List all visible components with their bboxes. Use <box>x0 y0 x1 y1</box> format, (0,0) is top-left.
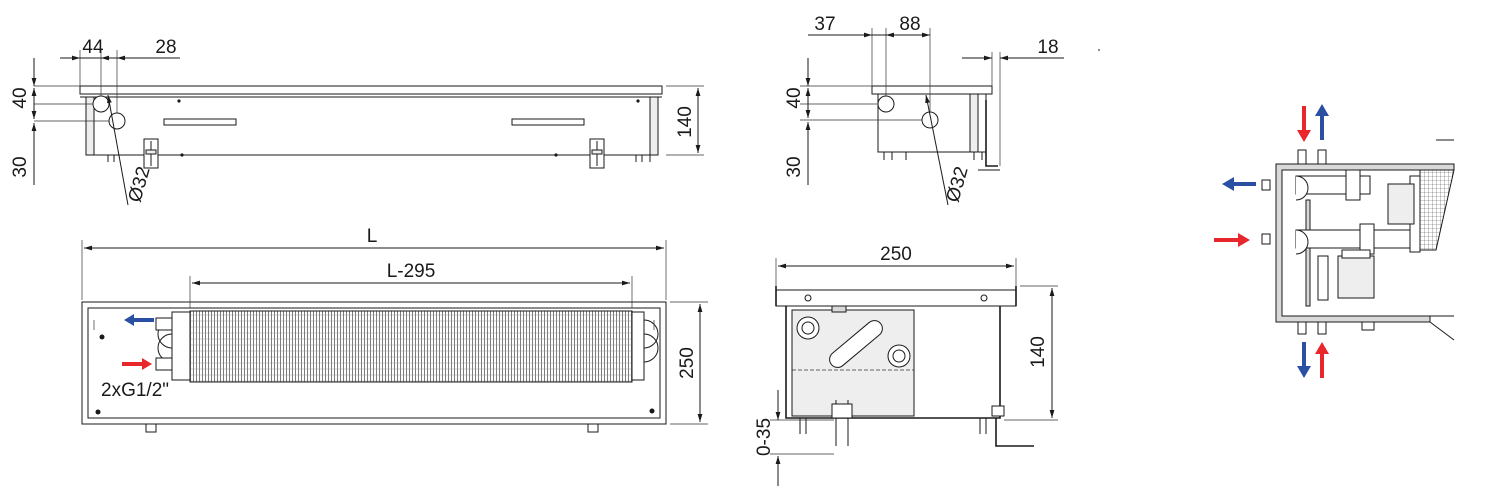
detail-grille <box>1419 169 1455 251</box>
end-dim-18: 18 <box>1037 37 1058 58</box>
end-pipe-upper <box>877 95 895 113</box>
side-body <box>85 96 659 156</box>
top-dim-250: 250 <box>677 347 698 379</box>
side-dim-28: 28 <box>155 37 176 58</box>
cross-section: 250 140 0-35 <box>754 244 1058 486</box>
section-dim-250: 250 <box>880 244 912 265</box>
side-pipe-upper <box>92 95 110 113</box>
side-dim-40: 40 <box>10 87 31 108</box>
detail-trough-wall <box>1275 163 1455 323</box>
section-trough <box>785 306 1001 419</box>
detail-supply-pipe <box>1295 229 1411 249</box>
end-dim-88: 88 <box>899 14 920 35</box>
side-lid <box>79 85 663 95</box>
end-lid <box>871 85 993 95</box>
side-view: 44 28 40 30 140 Ø32 <box>10 37 704 206</box>
top-view: L L-295 250 2xG1/2" <box>81 226 708 433</box>
section-grille <box>775 289 1017 307</box>
heat-exchanger-fins <box>189 310 633 383</box>
side-dim-44: 44 <box>82 37 104 58</box>
section-oval-port <box>829 320 883 368</box>
section-dim-0-35: 0-35 <box>754 418 775 456</box>
side-slot-right <box>511 118 585 126</box>
end-dim-30: 30 <box>784 156 805 177</box>
detail-valve-actuator <box>1337 255 1375 299</box>
return-connection <box>155 317 173 331</box>
side-dim-diameter: Ø32 <box>125 164 155 204</box>
side-dim-140: 140 <box>675 106 696 138</box>
side-dim-30: 30 <box>10 156 31 177</box>
supply-connection <box>155 357 173 371</box>
connection-thread-label: 2xG1/2" <box>101 380 169 401</box>
end-view: 37 88 18 40 30 Ø32 <box>784 14 1064 206</box>
detail-view <box>1214 104 1455 378</box>
end-dim-40: 40 <box>784 87 805 108</box>
left-header-pipe <box>171 311 191 381</box>
right-header-pipe <box>631 311 645 381</box>
top-dim-L: L <box>367 226 378 247</box>
side-slot-left <box>163 118 237 126</box>
section-dim-140: 140 <box>1028 336 1049 368</box>
end-dim-diameter: Ø32 <box>943 164 973 204</box>
end-dim-37: 37 <box>814 14 835 35</box>
top-dim-L295: L-295 <box>387 261 436 282</box>
